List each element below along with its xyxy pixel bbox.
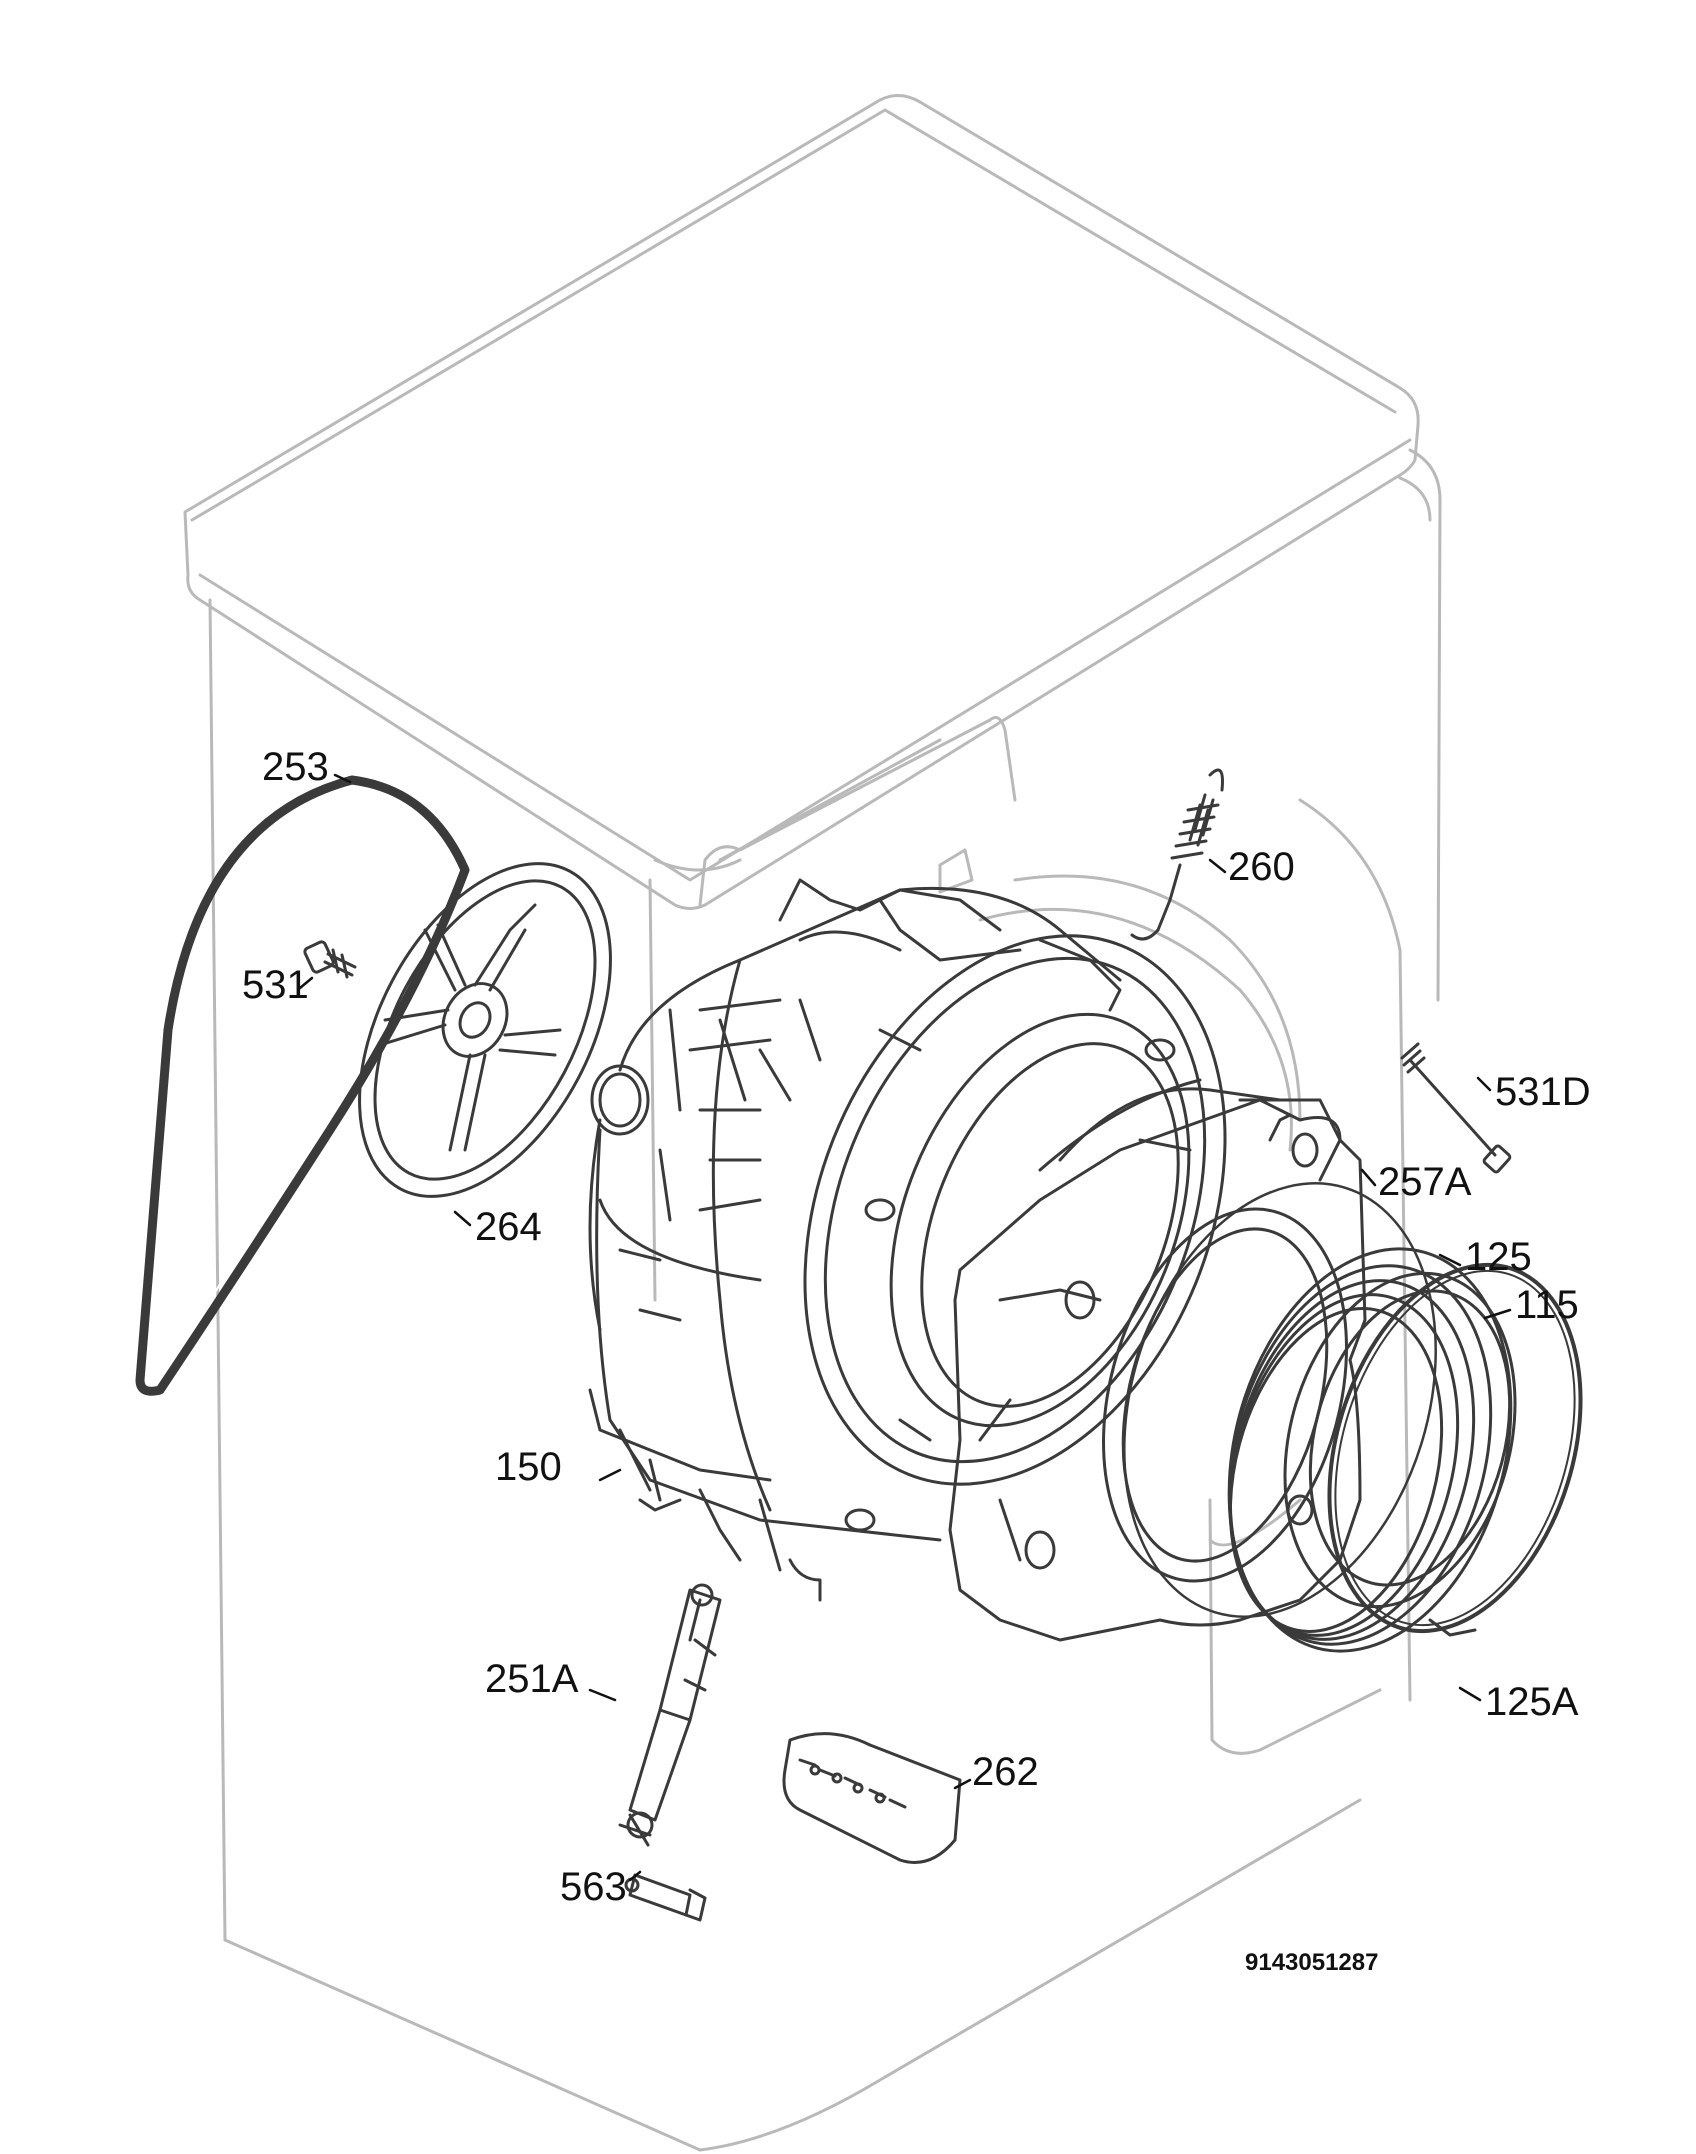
outer-clamp-ring-part	[1327, 1262, 1583, 1637]
callout-150: 150	[495, 1445, 562, 1489]
absorber-pin-part	[624, 1873, 707, 1922]
callout-125a: 125A	[1485, 1680, 1579, 1724]
inner-clamp-ring-part	[1123, 1182, 1437, 1618]
washer-cabinet-outline	[183, 94, 1442, 2152]
suspension-spring-part	[1130, 768, 1224, 941]
callout-563: 563	[560, 1865, 627, 1909]
document-number: 9143051287	[1245, 1949, 1378, 1976]
front-counterweight-part	[948, 1078, 1367, 1642]
callout-260: 260	[1228, 845, 1295, 889]
drum-pulley-part	[358, 862, 612, 1198]
tub-assembly-part	[588, 878, 1122, 1602]
callout-labels: 253 531 264 260 531D 257A 125 115 150 25…	[242, 745, 1591, 1976]
door-gasket-part	[1227, 1247, 1517, 1653]
callout-257a: 257A	[1378, 1160, 1472, 1204]
drive-belt-part	[135, 775, 470, 1396]
pulley-bolt-part	[303, 940, 357, 979]
drum-paddle-part	[782, 1732, 962, 1864]
callout-262: 262	[972, 1750, 1039, 1794]
callout-251a: 251A	[485, 1657, 579, 1701]
callout-531d: 531D	[1495, 1070, 1591, 1114]
callout-253: 253	[262, 745, 329, 789]
callout-264: 264	[475, 1205, 542, 1249]
callout-115: 115	[1515, 1283, 1579, 1327]
callout-125: 125	[1465, 1235, 1532, 1279]
callout-531: 531	[242, 963, 309, 1007]
counterweight-bolt-part	[1400, 1042, 1512, 1174]
shock-absorber-part	[618, 1583, 722, 1847]
leader-lines	[298, 773, 1512, 1882]
tub-front-frame-part	[803, 934, 1227, 1532]
